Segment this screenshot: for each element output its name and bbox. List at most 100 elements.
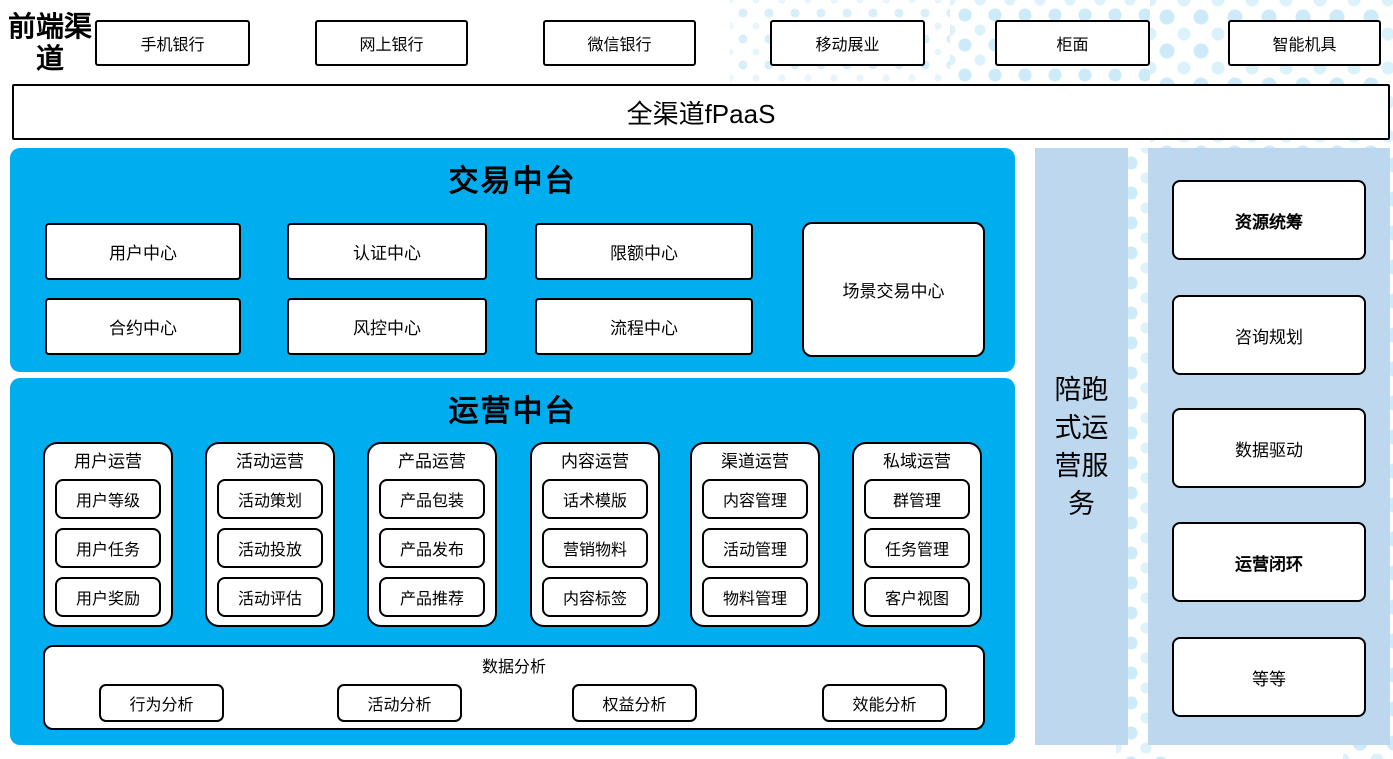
group-item-label: 话术模版	[562, 493, 627, 510]
trade-platform-panel: 交易中台 用户中心 认证中心 限额中心 合约中心 风控中心 流程中心 场景交易中…	[10, 148, 1015, 372]
group-item: 群管理	[864, 479, 970, 519]
center-label: 认证中心	[353, 244, 421, 263]
service-label: 数据驱动	[1235, 440, 1303, 460]
analysis-label: 行为分析	[129, 697, 194, 714]
group-title: 渠道运营	[721, 452, 789, 471]
ops-platform-title: 运营中台	[448, 395, 577, 428]
channel-counter: 柜面	[995, 20, 1150, 66]
service-label: 等等	[1252, 669, 1286, 689]
group-item-label: 活动管理	[722, 542, 787, 559]
front-channels-label: 前端渠道	[7, 12, 92, 75]
analysis-label: 活动分析	[367, 697, 432, 714]
trade-platform-title: 交易中台	[448, 165, 577, 198]
group-content-ops: 内容运营 话术模版 营销物料 内容标签	[530, 442, 660, 627]
group-item-label: 用户任务	[75, 542, 140, 559]
group-item: 内容标签	[542, 577, 648, 617]
group-channel-ops: 渠道运营 内容管理 活动管理 物料管理	[690, 442, 820, 627]
channel-label: 智能机具	[1272, 37, 1337, 54]
analysis-activity: 活动分析	[337, 684, 462, 722]
group-product-ops: 产品运营 产品包装 产品发布 产品推荐	[367, 442, 497, 627]
group-item-label: 活动评估	[237, 591, 302, 608]
channel-label: 微信银行	[587, 37, 652, 54]
group-item: 用户等级	[55, 479, 161, 519]
group-item-label: 内容管理	[722, 493, 787, 510]
group-item: 活动策划	[217, 479, 323, 519]
channel-wechat-banking: 微信银行	[543, 20, 696, 66]
service-label: 咨询规划	[1235, 327, 1303, 347]
group-title: 内容运营	[561, 452, 629, 471]
analysis-behavior: 行为分析	[99, 684, 224, 722]
analysis-efficiency: 效能分析	[822, 684, 947, 722]
group-activity-ops: 活动运营 活动策划 活动投放 活动评估	[205, 442, 335, 627]
service-data-driven: 数据驱动	[1172, 408, 1366, 488]
service-ops-closed-loop: 运营闭环	[1172, 522, 1366, 602]
group-item-label: 客户视图	[884, 591, 949, 608]
service-etc: 等等	[1172, 637, 1366, 717]
fpaas-label: 全渠道fPaaS	[626, 98, 776, 129]
group-item: 话术模版	[542, 479, 648, 519]
group-item: 任务管理	[864, 528, 970, 568]
group-item: 活动评估	[217, 577, 323, 617]
group-item-label: 活动投放	[237, 542, 302, 559]
group-title: 产品运营	[398, 452, 466, 471]
center-label: 合约中心	[109, 319, 177, 338]
group-item-label: 任务管理	[884, 542, 949, 559]
group-item-label: 营销物料	[562, 542, 627, 559]
group-user-ops: 用户运营 用户等级 用户任务 用户奖励	[43, 442, 173, 627]
group-item: 产品包装	[379, 479, 485, 519]
group-item-label: 产品发布	[399, 542, 464, 559]
group-item: 客户视图	[864, 577, 970, 617]
data-analysis-title: 数据分析	[481, 659, 546, 676]
channel-mobile-sales: 移动展业	[770, 20, 925, 66]
center-label: 场景交易中心	[842, 282, 945, 301]
center-limit: 限额中心	[535, 223, 753, 280]
channel-label: 手机银行	[140, 37, 205, 54]
group-item-label: 活动策划	[237, 493, 302, 510]
center-label: 限额中心	[610, 244, 678, 263]
center-scene-trade: 场景交易中心	[802, 222, 985, 357]
service-items-column: 资源统筹 咨询规划 数据驱动 运营闭环 等等	[1148, 148, 1390, 745]
group-title: 私域运营	[883, 452, 951, 471]
group-item-label: 内容标签	[562, 591, 627, 608]
group-item-label: 物料管理	[722, 591, 787, 608]
group-item: 物料管理	[702, 577, 808, 617]
channel-label: 柜面	[1056, 37, 1089, 54]
center-process: 流程中心	[535, 298, 753, 355]
group-item: 产品推荐	[379, 577, 485, 617]
center-label: 风控中心	[353, 319, 421, 338]
analysis-label: 效能分析	[852, 697, 917, 714]
group-item: 用户任务	[55, 528, 161, 568]
group-item: 活动管理	[702, 528, 808, 568]
service-label: 运营闭环	[1235, 554, 1303, 574]
group-item: 用户奖励	[55, 577, 161, 617]
group-item: 活动投放	[217, 528, 323, 568]
data-analysis-box: 数据分析 行为分析 活动分析 权益分析 效能分析	[43, 645, 985, 730]
analysis-label: 权益分析	[602, 697, 667, 714]
channel-smart-machines: 智能机具	[1228, 20, 1381, 66]
companion-service-label: 陪跑式运营服务	[1054, 374, 1109, 519]
group-item-label: 群管理	[892, 493, 941, 510]
ops-platform-panel: 运营中台 用户运营 用户等级 用户任务 用户奖励 活动运营 活动策划 活动投放 …	[10, 378, 1015, 745]
group-item-label: 产品推荐	[399, 591, 464, 608]
group-item: 产品发布	[379, 528, 485, 568]
service-consulting: 咨询规划	[1172, 295, 1366, 375]
fpaas-bar: 全渠道fPaaS	[12, 84, 1390, 140]
group-item: 内容管理	[702, 479, 808, 519]
group-item-label: 用户奖励	[75, 591, 140, 608]
center-contract: 合约中心	[45, 298, 241, 355]
companion-service-bar: 陪跑式运营服务	[1035, 148, 1128, 745]
center-label: 流程中心	[610, 319, 678, 338]
center-risk: 风控中心	[287, 298, 487, 355]
service-label: 资源统筹	[1235, 212, 1303, 232]
group-item-label: 用户等级	[75, 493, 140, 510]
group-item: 营销物料	[542, 528, 648, 568]
analysis-rights: 权益分析	[572, 684, 697, 722]
center-user: 用户中心	[45, 223, 241, 280]
channel-label: 移动展业	[815, 37, 880, 54]
center-auth: 认证中心	[287, 223, 487, 280]
group-item-label: 产品包装	[399, 493, 464, 510]
service-resource-planning: 资源统筹	[1172, 180, 1366, 260]
center-label: 用户中心	[109, 244, 177, 263]
group-private-domain-ops: 私域运营 群管理 任务管理 客户视图	[852, 442, 982, 627]
